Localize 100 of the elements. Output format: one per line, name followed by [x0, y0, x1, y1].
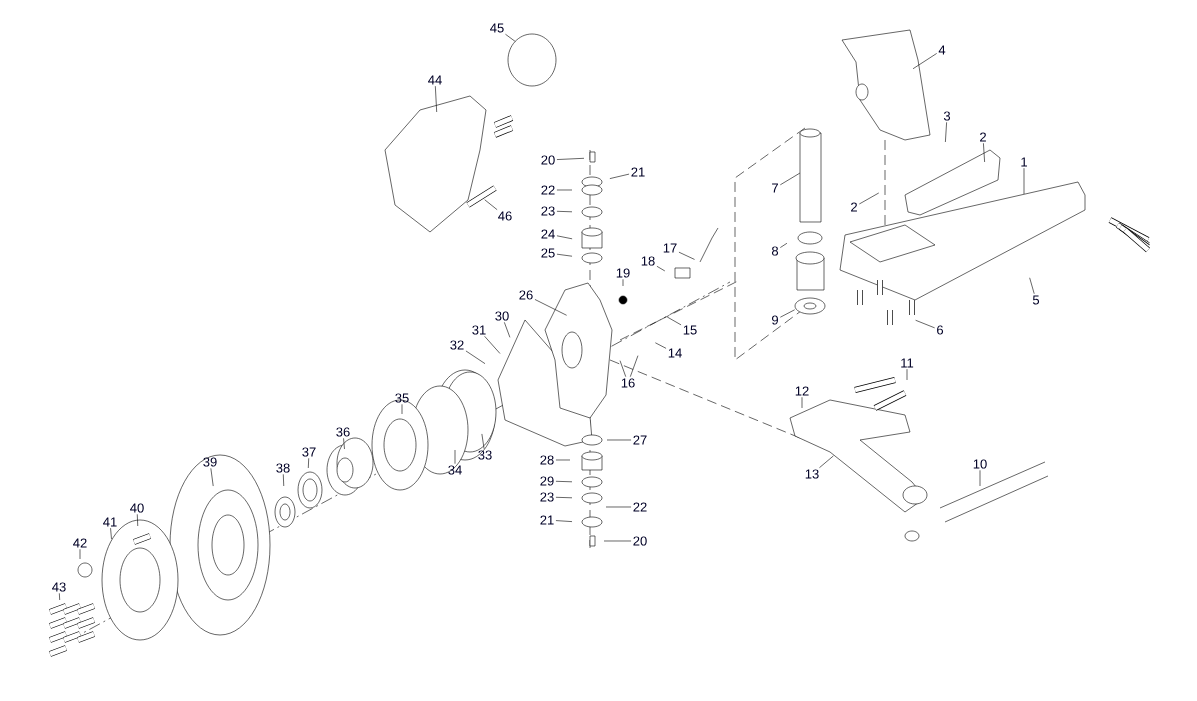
- leader-line: [622, 279, 624, 287]
- callout-number: 20: [633, 536, 647, 546]
- callout-number: 41: [103, 517, 117, 527]
- callout-number: 16: [621, 378, 635, 388]
- callout-number: 19: [616, 268, 630, 278]
- callout-number: 11: [901, 358, 914, 368]
- callout-number: 12: [795, 386, 809, 396]
- callout-number: 2: [851, 202, 857, 212]
- leader-line: [666, 316, 682, 326]
- callout-number: 39: [203, 457, 217, 467]
- leader-line: [603, 540, 632, 542]
- callout-number: 5: [1032, 295, 1040, 305]
- leader-line: [79, 548, 81, 560]
- leader-line: [484, 336, 501, 354]
- leader-line: [609, 173, 630, 179]
- leader-line: [555, 497, 573, 499]
- callout-number: 23: [541, 206, 555, 216]
- leader-line: [556, 211, 573, 213]
- callout-number: 2: [980, 132, 986, 142]
- leader-line: [678, 251, 695, 260]
- leader-line: [210, 468, 214, 487]
- callout-number: 30: [495, 311, 509, 321]
- leader-line: [983, 142, 985, 163]
- leader-line: [505, 33, 516, 42]
- callout-number: 22: [541, 185, 555, 195]
- leader-line: [110, 527, 112, 540]
- leader-line: [556, 253, 573, 257]
- leader-line: [454, 449, 456, 464]
- callout-number: 15: [683, 325, 697, 335]
- leader-line: [656, 265, 666, 272]
- leader-line: [556, 189, 573, 191]
- leader-line: [780, 309, 795, 318]
- callout-number: 33: [478, 450, 492, 460]
- callout-number: 37: [302, 447, 316, 457]
- callout-number: 14: [668, 348, 682, 358]
- leader-line: [1023, 167, 1025, 195]
- leader-line: [481, 433, 485, 449]
- leader-line: [945, 122, 947, 143]
- callout-number: 10: [973, 459, 987, 469]
- callout-number: 28: [540, 455, 554, 465]
- callout-number: 31: [472, 325, 486, 335]
- callout-number: 3: [943, 111, 951, 121]
- callout-number: 23: [540, 492, 554, 502]
- leader-line: [534, 299, 567, 316]
- leader-line: [1029, 277, 1035, 295]
- leader-line: [555, 520, 573, 522]
- callout-number: 4: [938, 45, 946, 55]
- leader-line: [504, 322, 511, 338]
- leader-line: [465, 350, 486, 364]
- callout-number: 36: [336, 427, 350, 437]
- callout-number: 40: [130, 503, 144, 513]
- leader-line: [606, 439, 632, 441]
- leader-line: [401, 404, 403, 415]
- leader-line: [136, 514, 139, 527]
- callout-number: 13: [805, 469, 819, 479]
- callout-number: 46: [498, 211, 512, 221]
- callout-number: 18: [641, 256, 655, 266]
- leader-line: [605, 506, 632, 508]
- leader-line: [556, 235, 573, 240]
- leader-line: [59, 593, 60, 601]
- callout-number: 43: [52, 582, 66, 592]
- leader-line: [906, 368, 908, 381]
- leader-line: [979, 470, 981, 487]
- callout-number: 42: [73, 538, 87, 548]
- leader-line: [915, 319, 935, 329]
- callout-number: 8: [771, 246, 779, 256]
- callout-number: 34: [448, 465, 462, 475]
- callout-number: 20: [541, 155, 555, 165]
- callout-number: 35: [395, 393, 409, 403]
- leader-line: [282, 474, 285, 487]
- leader-line: [912, 53, 937, 70]
- callout-number: 21: [540, 515, 554, 525]
- leader-line: [619, 360, 627, 377]
- leader-line: [630, 355, 639, 377]
- callout-number: 25: [541, 248, 555, 258]
- leader-line: [307, 458, 310, 469]
- leader-line: [859, 192, 880, 205]
- leader-line: [556, 158, 585, 160]
- callout-number: 17: [663, 243, 677, 253]
- callout-number: 9: [772, 315, 778, 325]
- callout-number: 7: [772, 183, 778, 193]
- callout-number: 27: [633, 435, 647, 445]
- callout-number: 32: [450, 340, 464, 350]
- leader-line: [819, 455, 834, 468]
- callout-number: 1: [1021, 157, 1027, 167]
- leader-line: [801, 396, 803, 409]
- callout-number: 21: [631, 167, 645, 177]
- callout-number: 22: [633, 502, 647, 512]
- leader-line: [780, 172, 801, 186]
- callout-number: 26: [519, 290, 533, 300]
- leader-line: [555, 459, 571, 461]
- leader-line: [484, 199, 498, 210]
- callout-number: 24: [541, 229, 555, 239]
- callout-number: 38: [276, 463, 290, 473]
- leader-line: [655, 342, 667, 349]
- leader-line: [343, 438, 345, 450]
- callout-number: 45: [490, 23, 504, 33]
- leader-line: [555, 480, 573, 483]
- callout-number: 6: [937, 325, 944, 335]
- leader-line: [780, 242, 788, 248]
